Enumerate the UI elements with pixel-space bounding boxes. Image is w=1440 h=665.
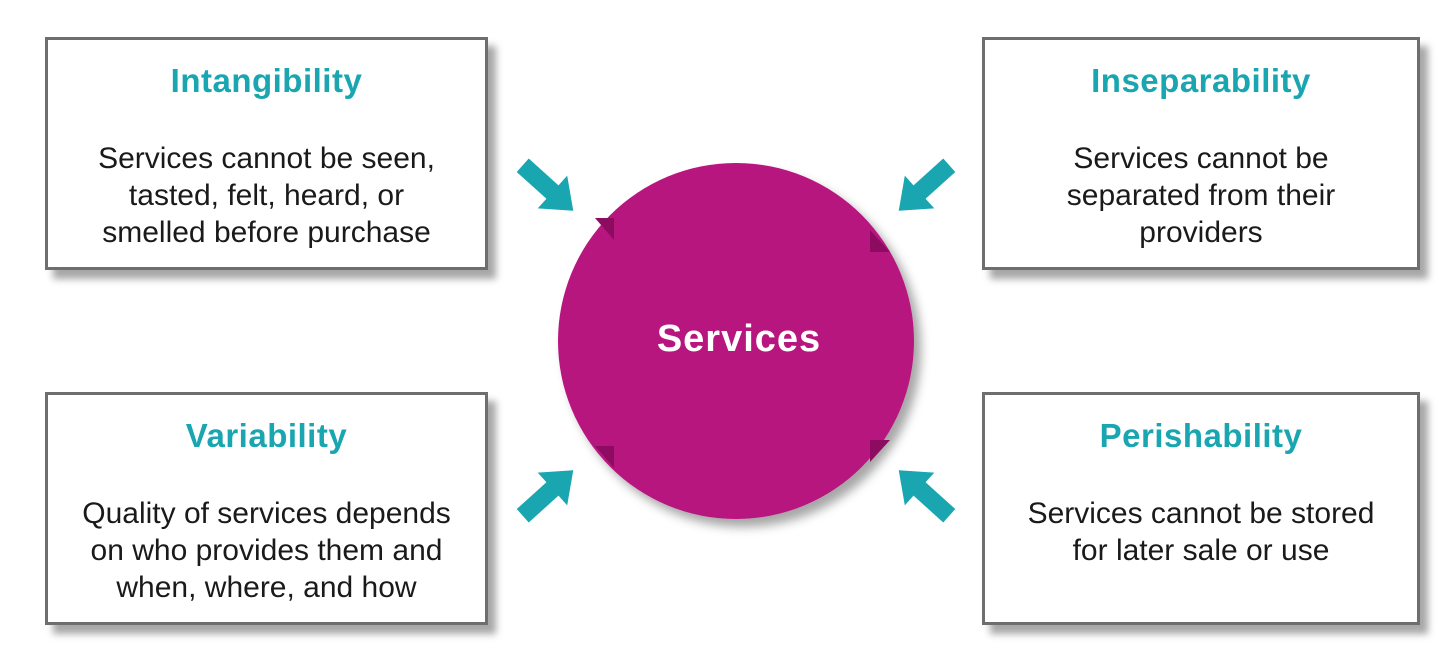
description-line: on who provides them and	[90, 534, 443, 567]
description-line: Services cannot be	[1073, 142, 1329, 175]
perishability-box: Perishability Services cannot be stored …	[982, 392, 1420, 625]
description-line: Services cannot be stored	[1027, 497, 1375, 530]
arrow-br-icon	[884, 453, 964, 533]
description-line: Quality of services depends	[82, 497, 451, 530]
circle-notch-br	[870, 440, 890, 462]
intangibility-box: Intangibility Services cannot be seen, t…	[45, 37, 488, 270]
circle-notch-bl	[595, 446, 614, 468]
intangibility-title: Intangibility	[170, 62, 363, 99]
inseparability-box: Inseparability Services cannot be separa…	[982, 37, 1420, 270]
description-line: separated from their	[1066, 179, 1336, 212]
description-line: Services cannot be seen,	[98, 142, 435, 175]
circle-notch-tr	[870, 230, 890, 252]
services-label: Services	[656, 318, 822, 360]
perishability-title: Perishability	[1099, 417, 1303, 454]
variability-title: Variability	[185, 417, 348, 454]
arrow-tl-icon	[508, 148, 588, 228]
variability-description: Quality of services depends on who provi…	[48, 495, 485, 606]
description-line: tasted, felt, heard, or	[128, 179, 405, 212]
intangibility-description: Services cannot be seen, tasted, felt, h…	[48, 140, 485, 251]
inseparability-title: Inseparability	[1091, 62, 1311, 99]
arrow-bl-icon	[508, 453, 588, 533]
variability-box: Variability Quality of services depends …	[45, 392, 488, 625]
description-line: smelled before purchase	[102, 216, 431, 249]
circle-notch-tl	[595, 218, 614, 240]
services-circle	[558, 163, 914, 519]
inseparability-description: Services cannot be separated from their …	[985, 140, 1417, 251]
description-line: when, where, and how	[116, 571, 417, 604]
description-line: for later sale or use	[1072, 534, 1330, 567]
arrow-tr-icon	[884, 148, 964, 228]
perishability-description: Services cannot be stored for later sale…	[985, 495, 1417, 569]
description-line: providers	[1139, 216, 1263, 249]
